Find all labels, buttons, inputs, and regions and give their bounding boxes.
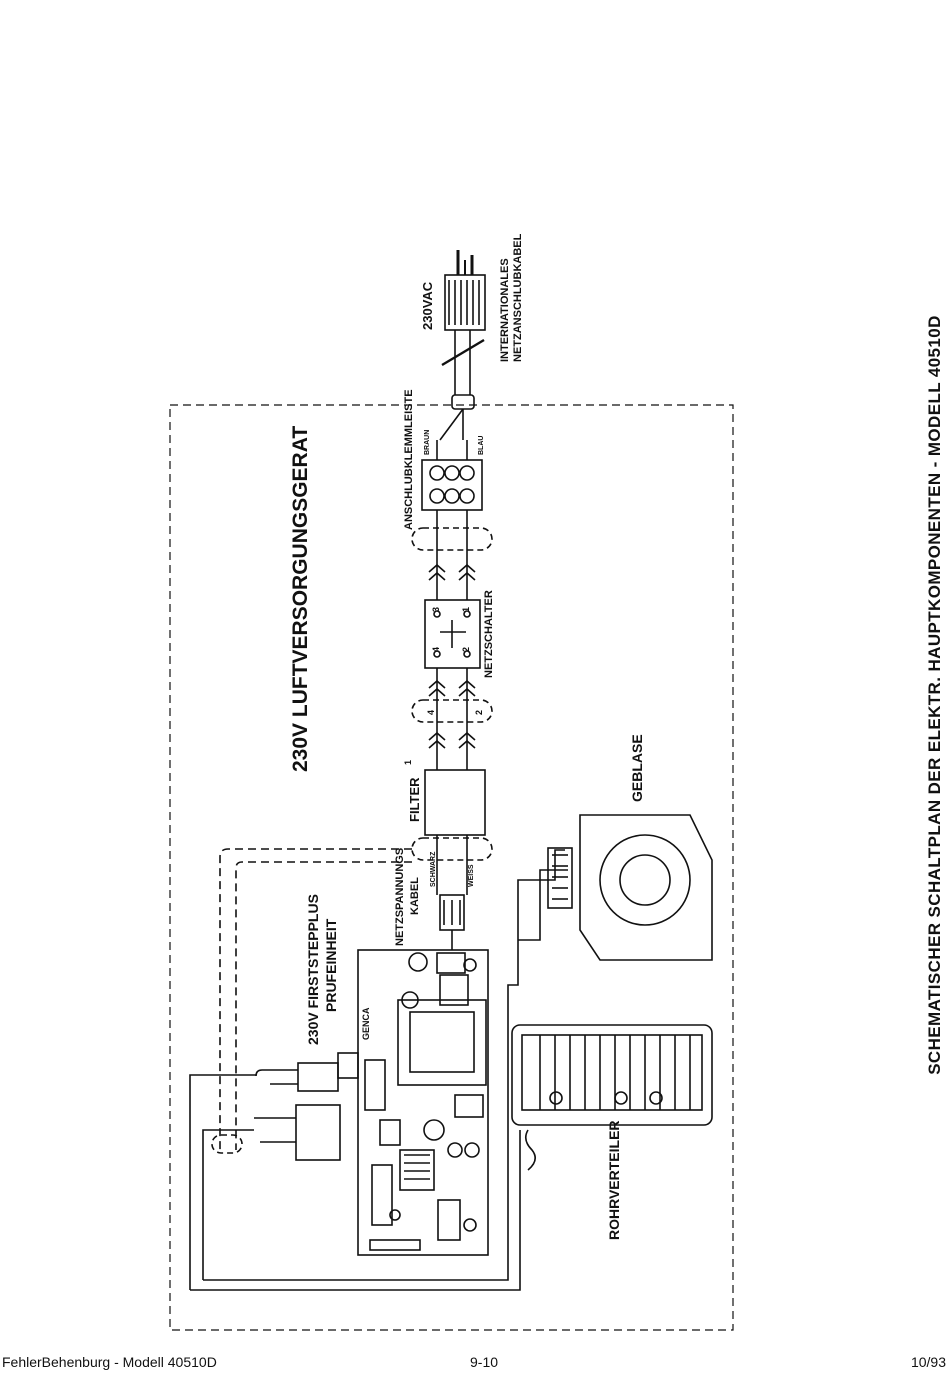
diagram-title: SCHEMATISCHER SCHALTPLAN DER ELEKTR. HAU… [925,315,944,1075]
terminal-strip-label: ANSCHLUBKLEMMLEISTE [403,389,415,530]
terminal-blue-label: BLAU [478,435,485,455]
cable-connector [439,894,465,950]
wire-number-4: 4 [426,709,436,715]
filter-box [424,769,486,836]
power-cable-label-2: KABEL [409,877,421,915]
power-cable-label-1: NETZSPANNUNGS [394,847,406,946]
mark-one: 1 [403,759,413,765]
footer-right: 10/93 [910,1354,946,1370]
footer-center: 9-10 [470,1354,499,1370]
switch-pin-3: 3 [431,606,441,612]
terminal-brown-label: BRAUN [424,429,431,455]
switch-pin-1: 1 [461,606,471,612]
footer-left: FehlerBehenburg - Modell 40510D [2,1354,217,1370]
ground-dashed-wire [219,848,412,1150]
circuit-board [357,949,489,1256]
plug-icon [444,250,486,331]
test-unit-label-2: PRUFEINHEIT [323,918,339,1012]
main-wires [411,510,493,895]
power-cord [439,330,485,441]
switch-label: NETZSCHALTER [483,590,495,678]
switch-icon [424,599,481,669]
manifold-label: ROHRVERTEILER [606,1120,622,1240]
voltage-label: 230VAC [420,281,435,330]
manifold-icon [511,1024,713,1126]
pcb-label: GENCA [361,1007,371,1040]
blower-icon [547,814,713,961]
wire-number-2: 2 [474,709,484,715]
switch-pin-2: 2 [461,646,471,652]
wire-white-label: WEISS [468,864,475,887]
switch-pin-4: 4 [431,646,441,652]
cord-label-1: INTERNATIONALES [499,258,511,362]
main-unit-label: 230V LUFTVERSORGUNGSGERAT [289,425,312,772]
blower-label: GEBLASE [629,734,645,802]
cord-label-2: NETZANSCHLUBKABEL [512,233,524,362]
wire-black-label: SCHWARZ [430,851,437,887]
terminal-strip [421,440,483,511]
enclosure-boundary [169,404,734,1331]
filter-label: FILTER [407,777,422,822]
test-unit-label-1: 230V FIRSTSTEPPLUS [305,894,321,1045]
